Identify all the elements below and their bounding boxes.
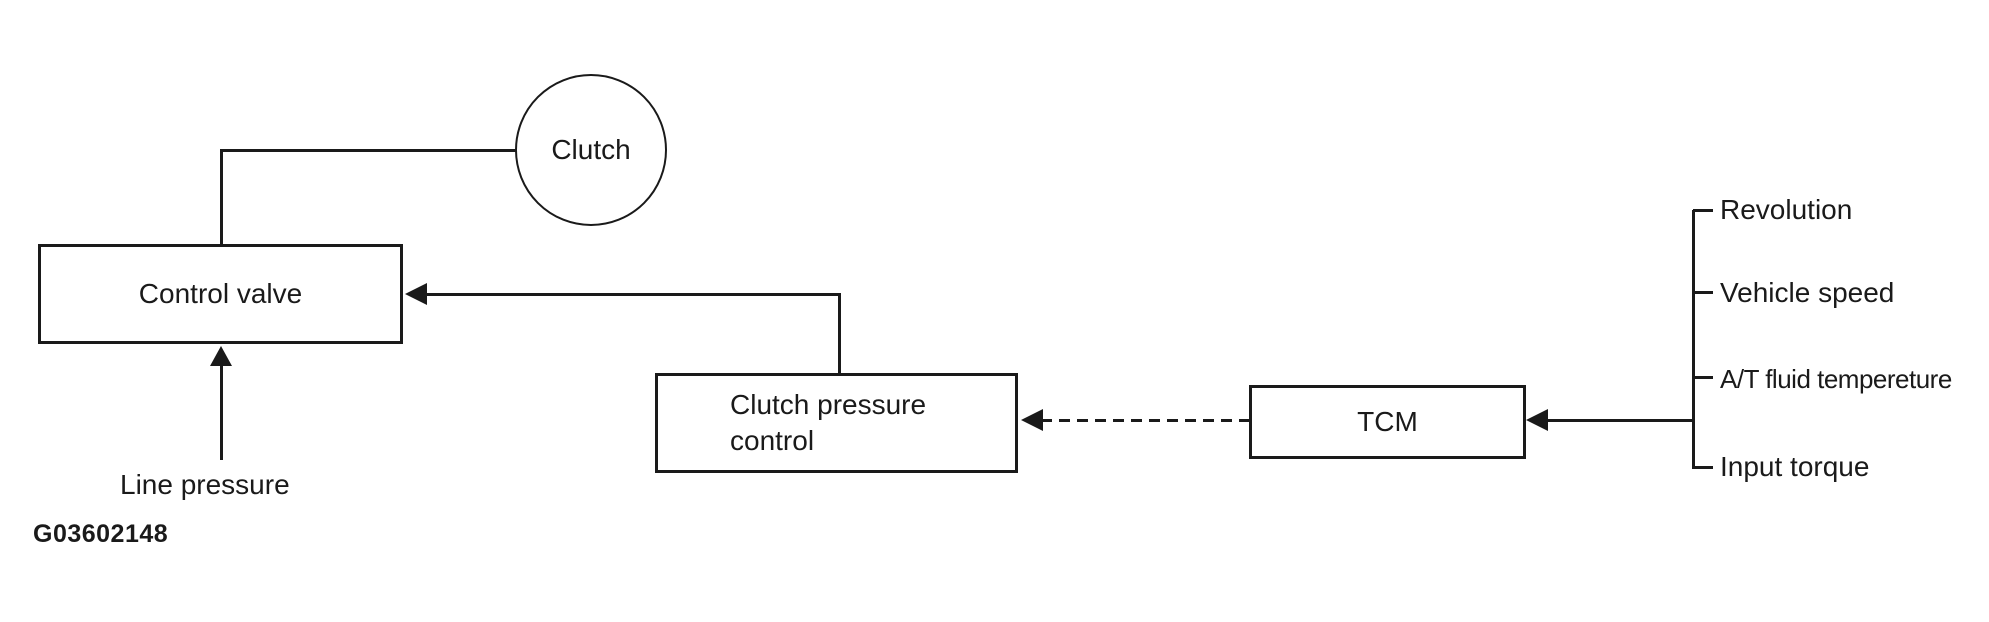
clutch-node-label: Clutch	[551, 134, 631, 165]
clutch-pressure-control-label-line1: Clutch pressure	[730, 389, 927, 420]
control-valve-node: Control valve	[38, 244, 403, 344]
tcm-node: TCM	[1249, 385, 1526, 459]
connector-control-valve-to-clutch-vertical	[220, 150, 223, 246]
clutch-pressure-control-node: Clutch pressure control	[655, 373, 1018, 473]
arrowhead-into-control-valve-bottom-icon	[210, 346, 232, 366]
input-label-vehicle-speed: Vehicle speed	[1720, 277, 1895, 308]
input-bracket-tick-revolution	[1693, 209, 1713, 212]
control-valve-node-label: Control valve	[138, 278, 303, 309]
connector-line-pressure-vertical	[220, 362, 223, 460]
input-bracket-vertical	[1692, 210, 1695, 469]
input-label-revolution: Revolution	[1720, 194, 1853, 225]
input-label-fluid-temperature: A/T fluid tempereture	[1720, 364, 1952, 394]
connector-tcm-to-cpc-dashed	[1041, 419, 1249, 422]
line-pressure-label: Line pressure	[120, 469, 290, 500]
connector-control-valve-to-clutch-horizontal	[220, 149, 517, 152]
input-bracket-tick-vehicle-speed	[1693, 291, 1713, 294]
input-label-input-torque: Input torque	[1720, 451, 1870, 482]
arrowhead-into-tcm-icon	[1526, 409, 1548, 431]
arrowhead-into-control-valve-icon	[405, 283, 427, 305]
arrowhead-into-cpc-icon	[1021, 409, 1043, 431]
input-bracket-tick-input-torque	[1693, 466, 1713, 469]
input-bracket-tick-fluid-temperature	[1693, 376, 1713, 379]
clutch-pressure-control-label-line2: control	[730, 425, 815, 456]
connector-cpc-to-control-valve-vertical	[838, 293, 841, 373]
figure-code-label: G03602148	[33, 520, 169, 548]
tcm-node-label: TCM	[1357, 406, 1418, 437]
clutch-node: Clutch	[515, 74, 667, 226]
connector-cpc-to-control-valve-horizontal	[423, 293, 841, 296]
connector-inputs-to-tcm	[1546, 419, 1694, 422]
